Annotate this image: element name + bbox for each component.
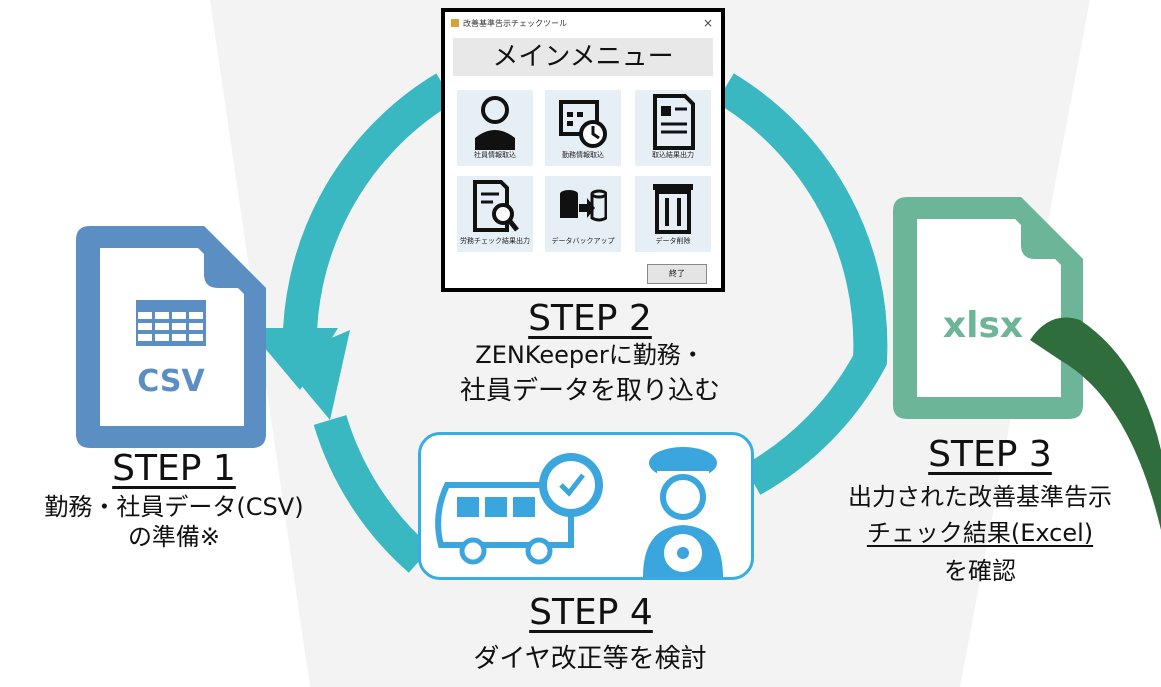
import-employee-button[interactable]: 社員情報取込 (457, 90, 533, 166)
trash-icon (653, 184, 693, 234)
tile-label: データ削除 (655, 237, 691, 245)
tile-label: 社員情報取込 (474, 151, 516, 159)
step4-title: STEP 4 (529, 592, 653, 633)
xlsx-label: xlsx (943, 305, 1023, 346)
cycle-arc-right (716, 73, 888, 495)
data-delete-button[interactable]: データ削除 (635, 176, 711, 252)
csv-label: CSV (137, 364, 205, 399)
close-button[interactable]: × (702, 16, 713, 30)
step4-panel (418, 432, 754, 580)
step3-title: STEP 3 (928, 434, 1052, 475)
window-titlebar: 改善基準告示チェックツール × (445, 12, 721, 34)
end-button[interactable]: 終了 (647, 264, 707, 284)
step2-desc-line2: 社員データを取り込む (459, 376, 720, 406)
menu-title: メインメニュー (453, 38, 713, 76)
bus-icon (435, 482, 574, 565)
tile-label: データバックアップ (551, 237, 615, 245)
import-work-button[interactable]: 勤務情報取込 (545, 90, 621, 166)
step2-desc-line1: ZENKeeperに勤務・ (475, 341, 705, 369)
person-icon (475, 96, 515, 150)
step2-title: STEP 2 (528, 298, 652, 339)
tile-label: 取込結果出力 (652, 151, 694, 159)
step1-desc-line1: 勤務・社員データ(CSV) (44, 493, 304, 521)
tile-label: 勤務情報取込 (562, 151, 604, 159)
clock-icon (539, 453, 603, 517)
cycle-arc-left (282, 73, 454, 361)
cycle-arc-bottom-left (313, 414, 432, 573)
step3-desc-line2: チェック結果(Excel) (866, 519, 1094, 547)
step3-desc-line1: 出力された改善基準告示 (848, 483, 1112, 511)
tile-label: 労務チェック結果出力 (460, 237, 530, 245)
step1-desc-line2: の準備※ (127, 523, 221, 551)
csv-file-icon: CSV (76, 226, 266, 448)
window-title: 改善基準告示チェックツール (463, 18, 567, 28)
export-labor-check-button[interactable]: 労務チェック結果出力 (457, 176, 533, 252)
app-icon (451, 19, 459, 27)
export-import-result-button[interactable]: 取込結果出力 (635, 90, 711, 166)
calendar-clock-icon (559, 100, 607, 148)
dark-green-arrow (1030, 317, 1161, 530)
database-transfer-icon (560, 189, 607, 222)
step3-desc-line3: を確認 (944, 557, 1016, 585)
document-search-icon (473, 180, 519, 232)
step4-desc-line1: ダイヤ改正等を検討 (473, 644, 707, 674)
step1-title: STEP 1 (112, 448, 236, 489)
document-icon (653, 94, 695, 150)
xlsx-file-icon: xlsx (893, 197, 1083, 419)
bus-driver-illustration (435, 447, 723, 577)
data-backup-button[interactable]: データバックアップ (545, 176, 621, 252)
cycle-arrowhead-2 (280, 330, 350, 420)
app-window: 改善基準告示チェックツール × メインメニュー 社員情報取込 勤務情報取込 取込… (441, 8, 725, 292)
driver-icon (643, 447, 723, 577)
